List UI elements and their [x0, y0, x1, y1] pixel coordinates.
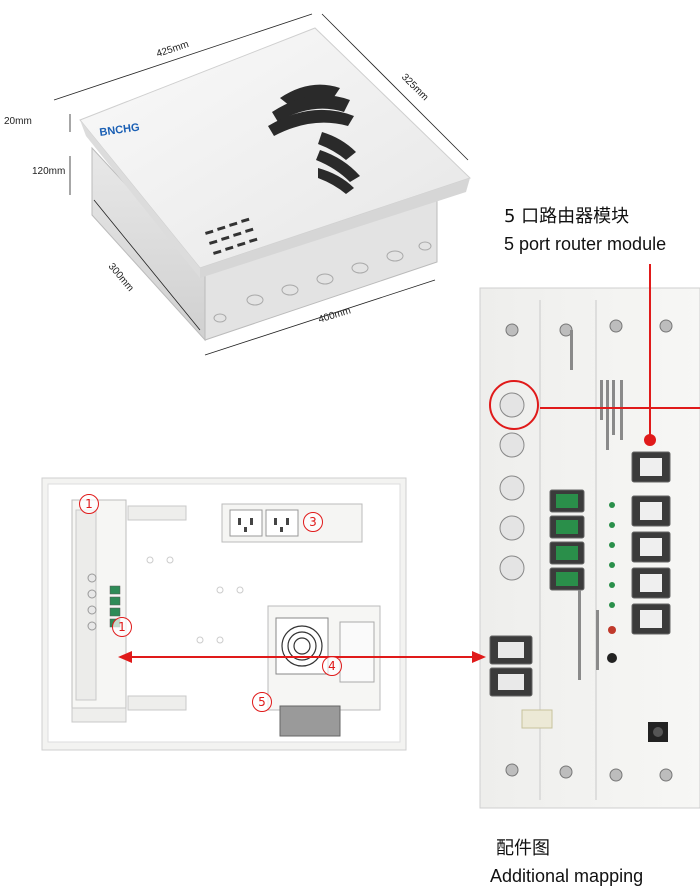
router-pointer-dot	[644, 434, 656, 446]
dimension-body-height: 120mm	[32, 166, 66, 177]
arrow-right-head	[472, 651, 486, 663]
arrow-left-head	[118, 651, 132, 663]
enclosure-interior-view	[41, 477, 407, 751]
mapping-title-en: Additional mapping	[490, 866, 644, 886]
mapping-title-cn: 配件图	[496, 838, 550, 859]
callout-4: 4	[322, 656, 342, 676]
dimension-lid-height: 20mm	[4, 116, 32, 127]
router-module-closeup	[479, 287, 700, 809]
callout-5: 5	[252, 692, 272, 712]
router-module-title-en: 5 port router module	[504, 234, 667, 254]
router-module-title-cn: 5 口路由器模块	[504, 206, 630, 227]
callout-3: 3	[303, 512, 323, 532]
annotation-lines	[122, 264, 700, 658]
callout-1-ports: 1	[112, 617, 132, 637]
callout-1: 1	[79, 494, 99, 514]
brand-logo: BNCHG	[99, 121, 141, 138]
enclosure-box-top-view: BNCHG	[53, 13, 471, 356]
